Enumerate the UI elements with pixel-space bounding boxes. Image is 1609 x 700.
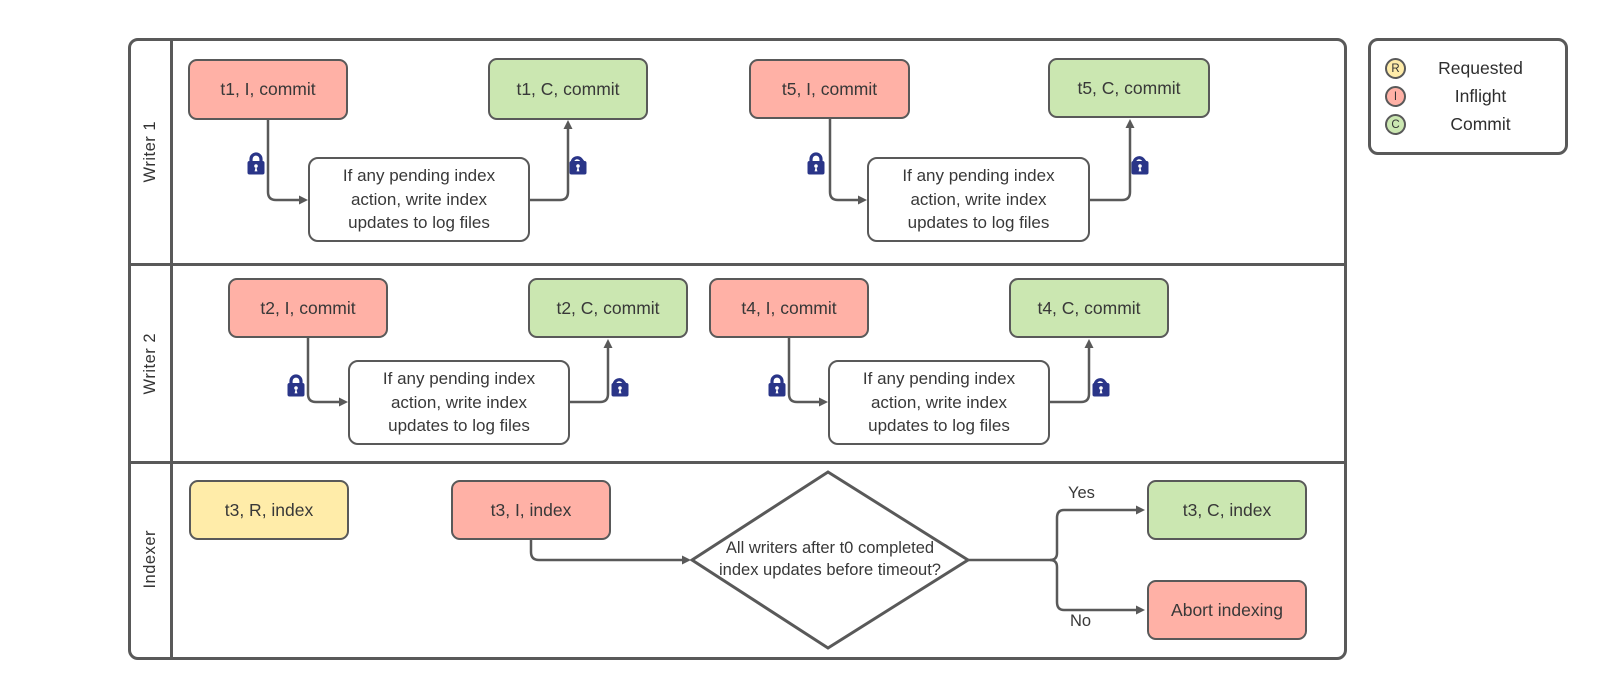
decision-question: All writers after t0 completed index upd… — [719, 539, 941, 579]
lock-closed-icon — [766, 374, 788, 399]
node-t1-inflight[interactable]: t1, I, commit — [188, 59, 348, 120]
connector-t4i-to-process — [787, 338, 828, 407]
lock-closed-icon — [245, 152, 267, 177]
legend-row-inflight: I Inflight — [1385, 86, 1555, 107]
legend-label-requested: Requested — [1438, 58, 1523, 78]
connector-t2i-to-process — [306, 338, 348, 407]
connector-process-to-t2c — [570, 339, 613, 404]
node-process-t5[interactable]: If any pending index action, write index… — [867, 157, 1090, 242]
connector-t5i-to-process — [828, 119, 867, 205]
lane-divider-2 — [131, 461, 1344, 464]
node-t3-requested[interactable]: t3, R, index — [189, 480, 349, 540]
connector-process-to-t1c — [530, 120, 573, 202]
node-t2-inflight[interactable]: t2, I, commit — [228, 278, 388, 338]
node-abort-indexing[interactable]: Abort indexing — [1147, 580, 1307, 640]
legend-label-commit: Commit — [1450, 114, 1511, 134]
lock-closed-icon — [285, 374, 307, 399]
lock-open-icon — [567, 154, 589, 177]
node-process-t2[interactable]: If any pending index action, write index… — [348, 360, 570, 445]
connector-yes-branch — [1049, 505, 1145, 562]
node-t5-inflight[interactable]: t5, I, commit — [749, 59, 910, 119]
decision-diamond[interactable] — [689, 470, 971, 650]
yes-branch-label: Yes — [1068, 484, 1095, 502]
node-t3-inflight[interactable]: t3, I, index — [451, 480, 611, 540]
node-t2-commit[interactable]: t2, C, commit — [528, 278, 688, 338]
connector-process-to-t4c — [1050, 339, 1094, 404]
node-process-t4[interactable]: If any pending index action, write index… — [828, 360, 1050, 445]
node-t3-commit[interactable]: t3, C, index — [1147, 480, 1307, 540]
no-branch-label: No — [1070, 612, 1092, 630]
lane-divider-1 — [131, 263, 1344, 266]
node-t4-inflight[interactable]: t4, I, commit — [709, 278, 869, 338]
inflight-state-icon: I — [1385, 86, 1406, 107]
node-process-t1[interactable]: If any pending index action, write index… — [308, 157, 530, 242]
connector-t3i-to-decision — [529, 540, 691, 565]
connector-no-branch — [1049, 558, 1145, 615]
lock-open-icon — [609, 376, 631, 399]
node-t5-commit[interactable]: t5, C, commit — [1048, 58, 1210, 118]
legend: R Requested I Inflight C Commit — [1368, 38, 1568, 155]
connector-process-to-t5c — [1090, 119, 1135, 202]
legend-row-commit: C Commit — [1385, 114, 1555, 135]
node-t4-commit[interactable]: t4, C, commit — [1009, 278, 1169, 338]
legend-label-inflight: Inflight — [1454, 86, 1507, 106]
commit-state-icon: C — [1385, 114, 1406, 135]
requested-state-icon: R — [1385, 58, 1406, 79]
lock-open-icon — [1129, 154, 1151, 177]
lane-header-divider — [170, 41, 173, 657]
lock-open-icon — [1090, 376, 1112, 399]
connector-t1i-to-process — [266, 120, 308, 205]
legend-row-requested: R Requested — [1385, 58, 1555, 79]
lock-closed-icon — [805, 152, 827, 177]
node-t1-commit[interactable]: t1, C, commit — [488, 58, 648, 120]
